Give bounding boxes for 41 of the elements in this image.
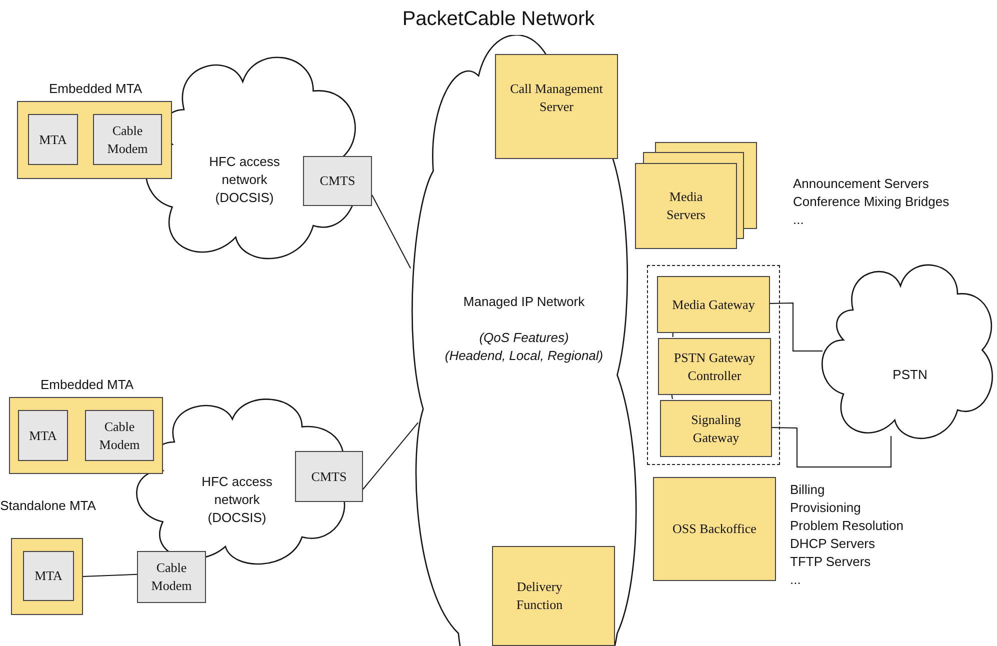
note-text: Problem Resolution (790, 517, 904, 535)
cloud-label: HFC access network (DOCSIS) (208, 153, 281, 207)
group-heading: Embedded MTA (40, 376, 134, 394)
server-box: Signaling Gateway (660, 400, 772, 457)
cloud-label: HFC access network (DOCSIS) (200, 473, 274, 527)
device-box: CMTS (295, 451, 363, 502)
note-text: ... (793, 211, 805, 229)
server-box: OSS Backoffice (653, 477, 776, 581)
cloud-label: (Headend, Local, Regional) (444, 347, 604, 365)
connector-line (770, 427, 892, 468)
server-label: Media Servers (666, 188, 706, 224)
device-box: Cable Modem (85, 410, 154, 461)
dashed-group-frame (647, 265, 780, 465)
diagram-title: PacketCable Network (402, 7, 595, 32)
stacked-server-boxes (635, 142, 757, 249)
server-box: Media Gateway (657, 276, 770, 333)
server-box: PSTN Gateway Controller (658, 338, 771, 395)
connector-line (671, 394, 673, 400)
group-heading: Embedded MTA (48, 80, 143, 98)
device-box: CMTS (303, 156, 372, 206)
cloud-label: Managed IP Network (463, 293, 585, 311)
device-box: Cable Modem (137, 551, 206, 603)
note-text: Conference Mixing Bridges (793, 193, 950, 211)
connector-line (768, 302, 824, 352)
note-text: DHCP Servers (790, 535, 876, 553)
connector-line (362, 422, 419, 490)
device-box: MTA (23, 551, 74, 601)
connector-line (672, 332, 674, 338)
cloud-label: (QoS Features) (479, 329, 569, 347)
note-text: ... (790, 571, 802, 589)
device-box: MTA (28, 114, 78, 165)
device-box: MTA (18, 410, 68, 461)
note-text: TFTP Servers (790, 553, 872, 571)
device-box: Cable Modem (93, 114, 162, 165)
group-heading: Standalone MTA (0, 497, 97, 515)
connector-line (82, 574, 138, 577)
cloud-label: PSTN (892, 366, 928, 384)
note-text: Billing (790, 481, 826, 499)
connector-line (372, 194, 412, 269)
note-text: Announcement Servers (793, 175, 930, 193)
note-text: Provisioning (790, 499, 862, 517)
